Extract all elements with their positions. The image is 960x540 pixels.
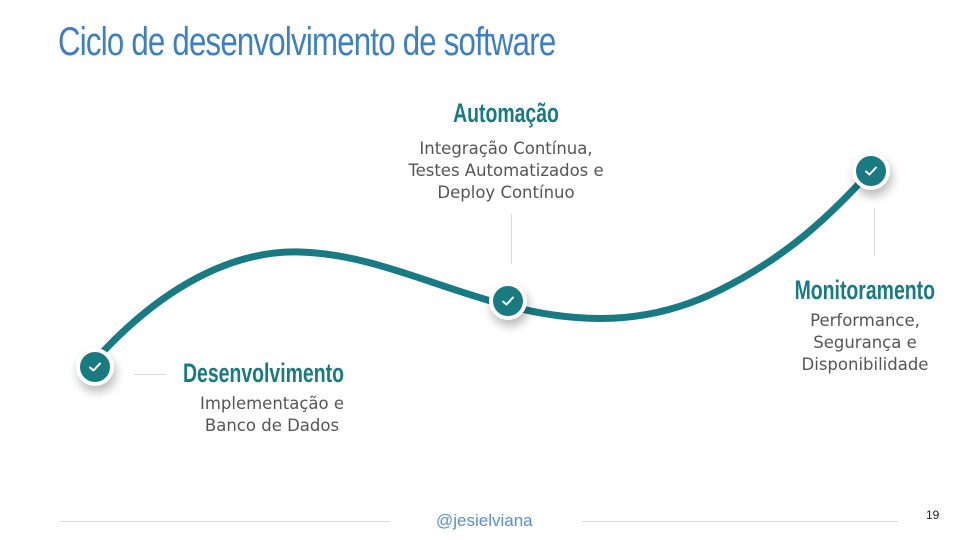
stage-description-automacao: Integração Contínua, Testes Automatizado… <box>408 139 604 202</box>
footer-divider-left <box>60 521 390 522</box>
check-icon <box>865 166 877 176</box>
stage-description-desenvolvimento: Implementação e Banco de Dados <box>199 394 345 435</box>
stage-title-automacao: Automação <box>453 98 559 128</box>
connector-line <box>874 208 875 256</box>
stage-title-monitoramento: Monitoramento <box>794 275 935 305</box>
check-icon <box>502 296 514 306</box>
connector-line <box>134 374 166 375</box>
stage-node-desenvolvimento <box>76 348 114 386</box>
page-number: 19 <box>926 508 940 522</box>
footer-divider-right <box>582 521 898 522</box>
footer-handle: @jesielviana <box>436 511 533 530</box>
stage-node-automacao <box>489 282 527 320</box>
slide-title: Ciclo de desenvolvimento de software <box>58 20 556 64</box>
check-icon <box>89 362 101 372</box>
stage-node-monitoramento <box>852 152 890 190</box>
stage-description-monitoramento: Performance, Segurança e Disponibilidade <box>801 311 929 374</box>
stage-title-desenvolvimento: Desenvolvimento <box>183 358 344 388</box>
connector-line <box>511 214 512 264</box>
